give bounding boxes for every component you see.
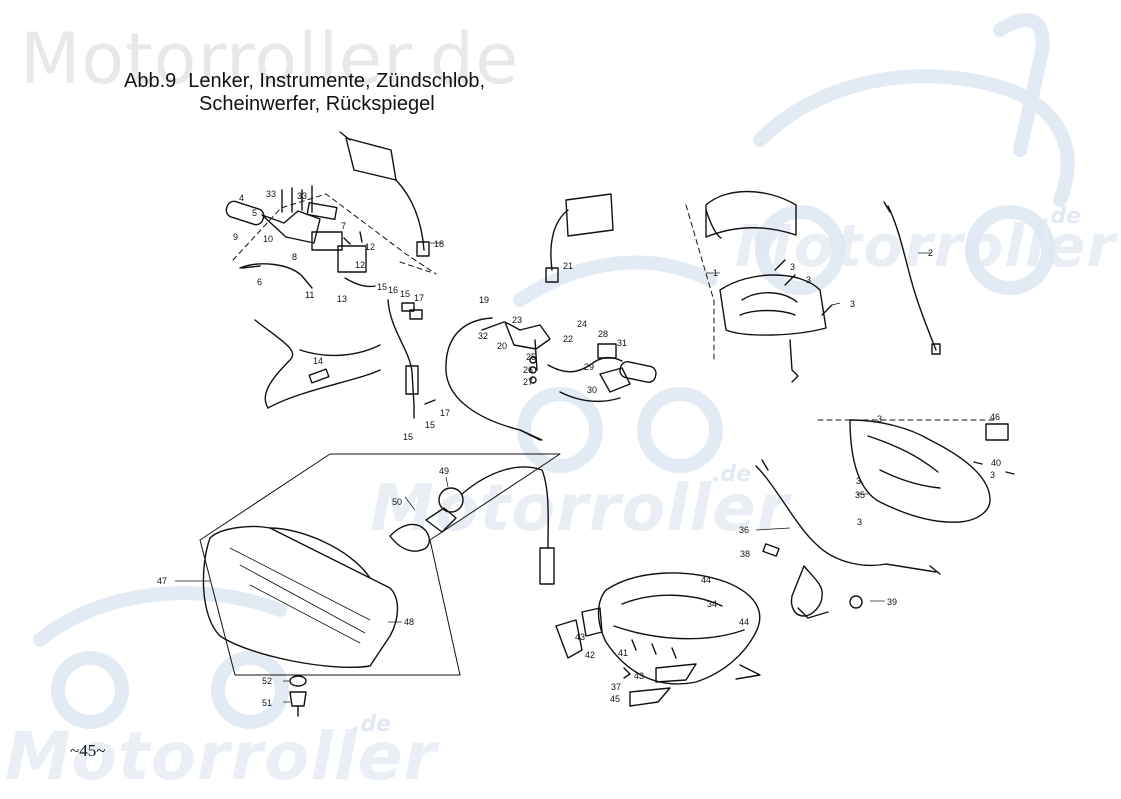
part-label: 42: [585, 650, 596, 660]
cable-15-17: [387, 299, 436, 419]
figure-number: Abb.9: [124, 70, 177, 92]
part-label: 20: [497, 341, 508, 351]
part-label: 8: [292, 252, 298, 262]
part-label: 6: [257, 277, 263, 287]
part-label: 27: [523, 377, 534, 387]
watermark-middle-tld: .de: [712, 462, 752, 487]
page-number: ~45~: [70, 741, 106, 760]
part-label: 48: [404, 617, 415, 627]
part-label: 44: [701, 575, 712, 585]
part-label: 24: [577, 319, 588, 329]
watermark-right-tld: .de: [1042, 204, 1082, 229]
part-label: 21: [563, 261, 574, 271]
part-label: 18: [434, 239, 445, 249]
headlight-assembly: [199, 453, 561, 717]
part-label: 33: [266, 189, 277, 199]
part-label: 17: [440, 408, 451, 418]
part-label: 45: [610, 694, 621, 704]
part-label: 43: [575, 632, 586, 642]
part-label: 14: [313, 356, 324, 366]
speedometer-cable: [883, 201, 941, 355]
part-label: 4: [239, 193, 245, 203]
throttle-cable-19: [445, 317, 543, 441]
part-label: 46: [990, 412, 1001, 422]
part-label: 2: [928, 248, 934, 258]
part-label: 3: [990, 470, 996, 480]
part-label: 50: [392, 497, 403, 507]
part-label: 38: [740, 549, 751, 559]
rear-handlebar-cover: [849, 419, 1015, 523]
part-label: 1: [713, 268, 719, 278]
part-label: 10: [263, 234, 274, 244]
part-label: 5: [252, 208, 258, 218]
part-label: 15: [425, 420, 436, 430]
watermark-bottom: Motorroller: [5, 718, 437, 795]
part-label: 49: [439, 466, 450, 476]
part-label: 33: [297, 191, 308, 201]
part-label: 47: [157, 576, 168, 586]
watermark-bottom-tld: .de: [352, 712, 392, 737]
part-label: 19: [479, 295, 490, 305]
part-label: 3: [850, 299, 856, 309]
part-label: 29: [584, 362, 595, 372]
watermark-top: Motorroller.de: [20, 18, 520, 100]
part-label: 22: [563, 334, 574, 344]
part-label: 31: [617, 338, 628, 348]
left-handlebar-switch-assembly: [225, 185, 376, 289]
part-label: 25: [526, 352, 537, 362]
part-label: 41: [618, 648, 629, 658]
part-label: 32: [478, 331, 489, 341]
part-label: 9: [233, 232, 239, 242]
title-line-2: Scheinwerfer, Rückspiegel: [199, 93, 435, 115]
instrument-cluster: [705, 190, 833, 383]
handlebar: [755, 459, 941, 619]
part-label: 3: [806, 275, 812, 285]
part-label: 35: [855, 490, 866, 500]
part-label: 30: [587, 385, 598, 395]
part-label: 7: [341, 221, 347, 231]
part-label: 51: [262, 698, 273, 708]
part-label: 43: [634, 671, 645, 681]
part-label: 52: [262, 676, 273, 686]
title-line-1: Lenker, Instrumente, Zündschlob,: [188, 70, 486, 92]
part-label: 39: [887, 597, 898, 607]
front-handlebar-cover: [555, 572, 761, 707]
part-label: 15: [403, 432, 414, 442]
part-label: 3: [877, 414, 883, 424]
part-label: 15: [400, 289, 411, 299]
part-label: 28: [598, 329, 609, 339]
part-label: 15: [377, 282, 388, 292]
part-label: 3: [790, 262, 796, 272]
part-label: 36: [739, 525, 750, 535]
part-label: 16: [388, 285, 399, 295]
right-handlebar-switch-assembly: [481, 321, 657, 403]
part-label: 40: [991, 458, 1002, 468]
part-label: 12: [365, 242, 376, 252]
part-label: 3: [856, 476, 862, 486]
left-mirror: [339, 131, 430, 257]
figure-title: Abb.9 Lenker, Instrumente, Zündschlob, S…: [124, 70, 485, 116]
part-label: 26: [523, 365, 534, 375]
part-label: 12: [355, 260, 366, 270]
part-label: 44: [739, 617, 750, 627]
right-mirror: [545, 193, 614, 283]
part-label: 13: [337, 294, 348, 304]
part-label: 23: [512, 315, 523, 325]
part-label: 3: [857, 517, 863, 527]
part-label: 37: [611, 682, 622, 692]
part-label: 11: [305, 290, 315, 300]
brake-cable-14: [254, 319, 381, 409]
part-label: 17: [414, 293, 425, 303]
part-label: 34: [707, 599, 718, 609]
